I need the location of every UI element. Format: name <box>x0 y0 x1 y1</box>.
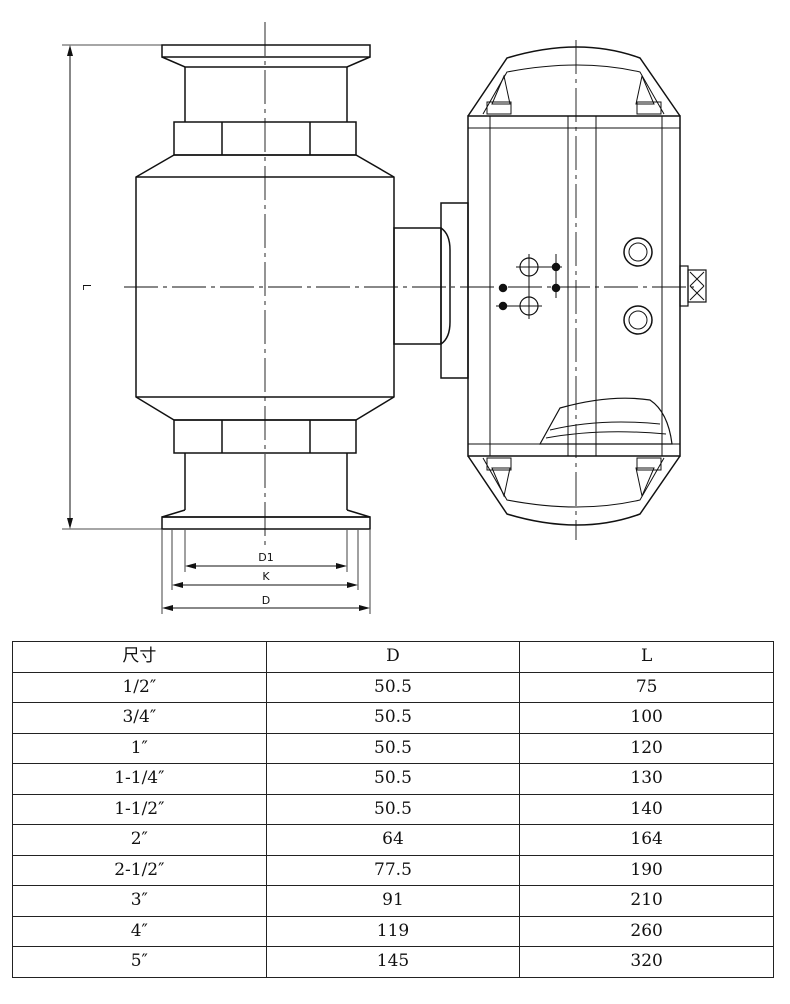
cell-size: 4″ <box>12 915 267 947</box>
cell-size: 2″ <box>12 824 267 856</box>
table-row: 2″ 64 164 <box>12 824 774 856</box>
cell-size: 3/4″ <box>12 702 267 734</box>
valve-technical-drawing: D1 K D L <box>62 22 707 614</box>
cell-d: 50.5 <box>265 732 521 764</box>
table-row: 5″ 145 320 <box>12 946 774 978</box>
table-header-row: 尺寸 D L <box>12 641 774 673</box>
table-row: 1/2″ 50.5 75 <box>12 671 774 703</box>
table-row: 1-1/4″ 50.5 130 <box>12 763 774 795</box>
column-header-d: D <box>265 641 521 673</box>
cell-l: 320 <box>519 946 774 978</box>
cell-d: 50.5 <box>265 763 521 795</box>
cell-size: 3″ <box>12 885 267 917</box>
cell-d: 64 <box>265 824 521 856</box>
dimension-label-d: D <box>262 594 270 607</box>
cell-d: 91 <box>265 885 521 917</box>
cell-d: 77.5 <box>265 854 521 886</box>
position-indicator <box>679 265 707 307</box>
column-header-size: 尺寸 <box>12 641 267 673</box>
cell-l: 140 <box>519 793 774 825</box>
dimension-table: 尺寸 D L 1/2″ 50.5 75 3/4″ 50.5 100 1″ 50.… <box>12 641 774 978</box>
cell-d: 50.5 <box>265 671 521 703</box>
cell-l: 130 <box>519 763 774 795</box>
cell-l: 120 <box>519 732 774 764</box>
table-row: 3″ 91 210 <box>12 885 774 917</box>
table-row: 1″ 50.5 120 <box>12 732 774 764</box>
table-row: 3/4″ 50.5 100 <box>12 702 774 734</box>
table-row: 1-1/2″ 50.5 140 <box>12 793 774 825</box>
column-header-l: L <box>519 641 774 673</box>
table-row: 2-1/2″ 77.5 190 <box>12 854 774 886</box>
cell-size: 1/2″ <box>12 671 267 703</box>
cell-size: 5″ <box>12 946 267 978</box>
cell-d: 50.5 <box>265 702 521 734</box>
cell-d: 50.5 <box>265 793 521 825</box>
pneumatic-actuator <box>467 46 707 526</box>
center-lines <box>124 22 694 548</box>
cell-l: 260 <box>519 915 774 947</box>
air-port <box>623 237 653 335</box>
cell-d: 145 <box>265 946 521 978</box>
cell-l: 210 <box>519 885 774 917</box>
cell-d: 119 <box>265 915 521 947</box>
cell-l: 190 <box>519 854 774 886</box>
dimension-arrows <box>67 45 370 611</box>
cell-l: 75 <box>519 671 774 703</box>
dimension-label-d1: D1 <box>258 551 273 564</box>
cell-size: 1-1/4″ <box>12 763 267 795</box>
cell-size: 2-1/2″ <box>12 854 267 886</box>
cell-l: 100 <box>519 702 774 734</box>
table-row: 4″ 119 260 <box>12 915 774 947</box>
cell-l: 164 <box>519 824 774 856</box>
dimension-label-l: L <box>80 284 93 291</box>
cell-size: 1-1/2″ <box>12 793 267 825</box>
dimension-lines <box>62 44 371 614</box>
dimension-label-k: K <box>262 570 270 583</box>
cell-size: 1″ <box>12 732 267 764</box>
namur-interface <box>496 254 562 319</box>
